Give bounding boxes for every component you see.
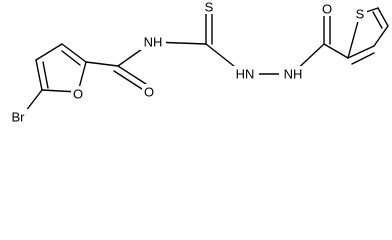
bond-t2-t3: [347, 45, 375, 59]
atom-o-amide-right: O: [322, 2, 332, 17]
bond-t4-t5: [377, 7, 389, 27]
atom-s-thio: S: [205, 0, 214, 15]
atom-hn-middle: HN: [236, 67, 255, 82]
atom-nh-right: NH: [284, 67, 303, 82]
bond-t3-t4: [373, 25, 389, 47]
bond-c5-c4-double: [42, 61, 49, 89]
bond-c6-o-double-2: [113, 70, 143, 90]
bond-c3-c2: [61, 43, 87, 63]
atom-o-amide-left: O: [144, 85, 154, 100]
bonds: [21, 7, 389, 117]
bond-t4-t5-double: [372, 11, 383, 29]
atom-nh-left: NH: [144, 35, 163, 50]
bond-c2-c6: [85, 61, 119, 67]
atom-o-furan: O: [73, 87, 83, 102]
bond-c6-o-double-1: [117, 65, 147, 85]
atom-s-thiophene: S: [356, 7, 365, 22]
bond-c3-c2-double: [61, 50, 81, 66]
bond-c8-t2: [323, 43, 349, 59]
bond-t2-t3-double: [351, 52, 375, 65]
atom-br: Br: [12, 110, 26, 125]
bond-c4-c3: [35, 43, 63, 61]
atom-labels: Br O O NH S HN NH O S: [6, 0, 367, 125]
bond-c5-c4: [35, 59, 43, 91]
chemical-structure: Br O O NH S HN NH O S: [6, 0, 389, 125]
